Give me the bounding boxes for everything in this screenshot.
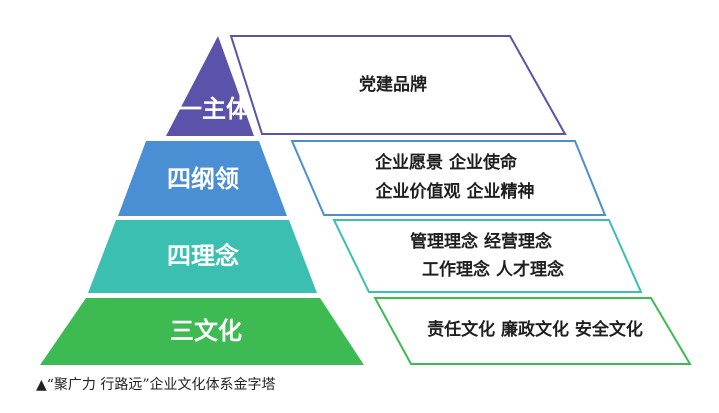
tier-4-label: 三文化 (170, 317, 242, 345)
tier-3-label: 四理念 (167, 242, 239, 270)
tier-3-desc-line-1: 管理理念 经营理念 (410, 231, 552, 252)
tier-4-desc-box (373, 297, 692, 365)
tier-2-shape (118, 141, 287, 216)
tier-1-label: 一主体 (178, 95, 251, 123)
tier-4-shape (40, 298, 364, 365)
tier-4-desc-line-1: 责任文化 廉政文化 安全文化 (427, 319, 643, 340)
tier-1-desc-line-1: 党建品牌 (359, 74, 427, 95)
tier-3-desc-box (332, 219, 643, 293)
tier-2-desc-box (290, 140, 607, 216)
tier-2-label: 四纲领 (167, 165, 239, 193)
tier-3-desc-line-2: 工作理念 人才理念 (422, 259, 564, 280)
tier-1-desc-box (229, 35, 567, 135)
tier-2-desc-line-2: 企业价值观 企业精神 (375, 181, 535, 202)
figure-caption: ▲“聚广力 行路远”企业文化体系金字塔 (36, 377, 276, 393)
tier-1-shape (166, 36, 254, 136)
tier-2-desc-line-1: 企业愿景 企业使命 (374, 152, 518, 173)
tier-3-shape (88, 220, 317, 293)
